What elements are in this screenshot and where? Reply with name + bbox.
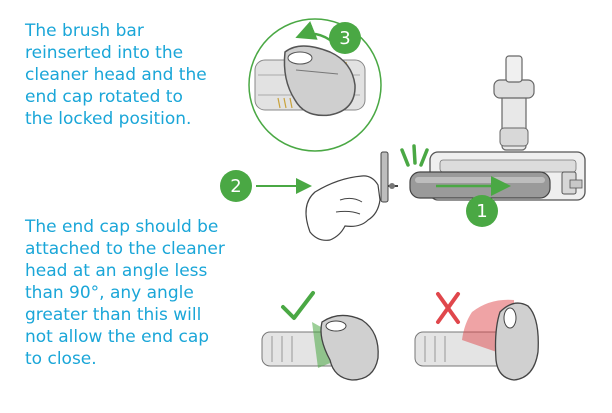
cross-icon [436,292,460,324]
hand-holding-end-cap [305,151,398,241]
incorrect-angle-example [414,299,539,381]
instruction-locked-position: The brush bar reinserted into the cleane… [25,21,207,129]
step-badge-3: 3 [329,22,361,54]
rotate-arrow [295,21,331,42]
svg-text:3: 3 [339,28,350,49]
zoom-detail-circle [248,18,382,152]
instruction-angle-warning: The end cap should be attached to the cl… [25,217,225,369]
svg-text:1: 1 [476,201,487,222]
step-badge-1: 1 [466,195,498,227]
check-icon [281,291,315,320]
correct-angle-example [261,314,379,381]
click-indicator [400,144,429,167]
svg-text:2: 2 [230,176,241,197]
cleaner-head [409,55,586,201]
step-badge-2: 2 [220,170,252,202]
